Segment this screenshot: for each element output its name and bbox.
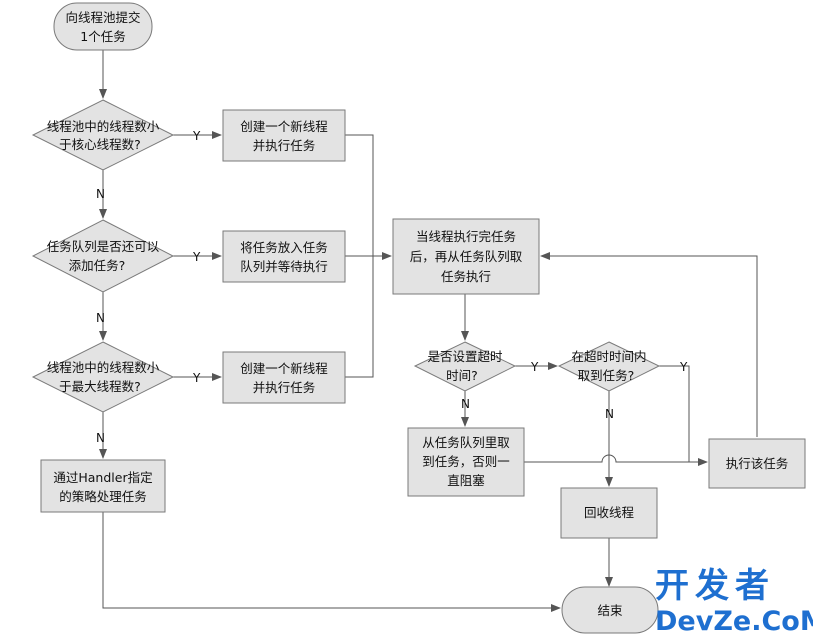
recycle-label: 回收线程 xyxy=(584,505,635,520)
handler-line-1: 通过Handler指定 xyxy=(53,470,152,485)
decision-fetch-in-time: 在超时时间内 取到任务? xyxy=(557,341,661,392)
decision-timeout-line-1: 是否设置超时 xyxy=(427,349,503,364)
handler-line-2: 的策略处理任务 xyxy=(59,489,147,504)
create-max-line-1: 创建一个新线程 xyxy=(240,361,328,376)
decision-core-threads: 线程池中的线程数小 于核心线程数? xyxy=(31,99,175,171)
label-yes-fetch: Y xyxy=(679,360,688,374)
create-core-line-1: 创建一个新线程 xyxy=(240,119,328,134)
start-line-1: 向线程池提交 xyxy=(65,10,140,25)
label-no-max: N xyxy=(96,431,105,445)
start-line-2: 1个任务 xyxy=(80,29,125,44)
label-no-fetch: N xyxy=(605,407,614,421)
decision-queue-line-2: 添加任务? xyxy=(69,258,126,273)
create-thread-max: 创建一个新线程 并执行任务 xyxy=(222,351,346,404)
end-node: 结束 xyxy=(561,586,659,634)
create-core-line-2: 并执行任务 xyxy=(253,138,316,153)
decision-queue-line-1: 任务队列是否还可以 xyxy=(47,239,160,254)
enqueue-line-2: 队列并等待执行 xyxy=(240,259,328,274)
label-no-core: N xyxy=(96,187,105,201)
end-label: 结束 xyxy=(597,603,623,618)
decision-fetch-line-1: 在超时时间内 xyxy=(571,349,646,364)
blocking-line-2: 到任务，否则一 xyxy=(422,454,510,469)
fetch-next-line-2: 后，再从任务队列取 xyxy=(410,249,523,264)
watermark-line-1: 开发者 xyxy=(655,566,775,606)
recycle-thread: 回收线程 xyxy=(560,487,658,539)
fetch-next-line-3: 任务执行 xyxy=(441,269,491,284)
fetch-next-line-1: 当线程执行完任务 xyxy=(416,229,516,244)
decision-fetch-line-2: 取到任务? xyxy=(578,368,635,383)
enqueue-line-1: 将任务放入任务 xyxy=(240,240,328,255)
decision-timeout: 是否设置超时 时间? xyxy=(413,341,517,392)
label-yes-core: Y xyxy=(192,129,201,143)
decision-max-threads: 线程池中的线程数小 于最大线程数? xyxy=(31,341,175,413)
connectors xyxy=(99,50,758,612)
decision-max-line-2: 于最大线程数? xyxy=(59,379,141,394)
enqueue-task: 将任务放入任务 队列并等待执行 xyxy=(222,230,346,283)
start-node: 向线程池提交 1个任务 xyxy=(53,2,153,51)
handler-policy: 通过Handler指定 的策略处理任务 xyxy=(40,459,166,513)
branch-labels: Y Y Y N N N Y N N Y xyxy=(96,129,688,445)
watermark-line-2: DevZe.CoM xyxy=(655,606,813,637)
label-no-queue: N xyxy=(96,311,105,325)
blocking-line-3: 直阻塞 xyxy=(447,473,485,488)
decision-core-line-1: 线程池中的线程数小 xyxy=(47,119,160,134)
create-max-line-2: 并执行任务 xyxy=(253,380,316,395)
execute-task: 执行该任务 xyxy=(708,438,806,489)
decision-core-line-2: 于核心线程数? xyxy=(59,137,141,152)
label-yes-queue: Y xyxy=(192,250,201,264)
decision-max-line-1: 线程池中的线程数小 xyxy=(47,360,160,375)
label-yes-timeout: Y xyxy=(530,360,539,374)
create-thread-core: 创建一个新线程 并执行任务 xyxy=(222,109,346,162)
watermark: 开发者 DevZe.CoM xyxy=(655,566,813,637)
execute-task-label: 执行该任务 xyxy=(726,456,789,471)
decision-queue: 任务队列是否还可以 添加任务? xyxy=(31,219,175,293)
blocking-line-1: 从任务队列里取 xyxy=(422,435,510,450)
label-yes-max: Y xyxy=(192,371,201,385)
blocking-take: 从任务队列里取 到任务，否则一 直阻塞 xyxy=(407,427,525,497)
fetch-next-task: 当线程执行完任务 后，再从任务队列取 任务执行 xyxy=(392,218,540,295)
label-no-timeout: N xyxy=(461,397,470,411)
decision-timeout-line-2: 时间? xyxy=(446,368,478,383)
